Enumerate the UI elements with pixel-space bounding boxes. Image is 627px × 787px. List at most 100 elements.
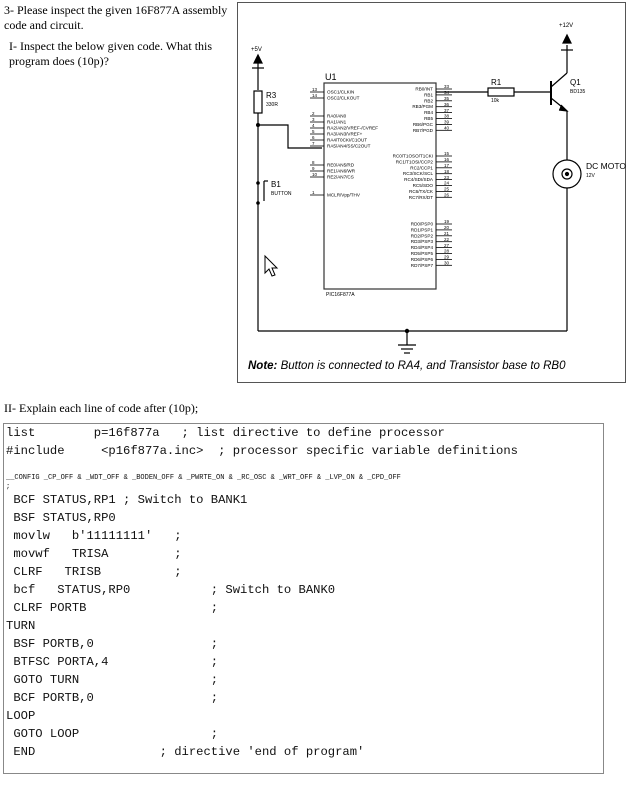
- r1-name: R1: [491, 78, 502, 87]
- pin-name: RD5/PSP5: [411, 251, 434, 256]
- pin-name: RB1: [424, 92, 433, 97]
- pin-number: 37: [444, 108, 450, 113]
- pin-number: 17: [444, 163, 450, 168]
- circuit-note: Note: Button is connected to RA4, and Tr…: [248, 360, 565, 372]
- pin-name: RD6/PSP6: [411, 257, 434, 262]
- pin-number: 26: [444, 193, 450, 198]
- pin-name: RC1/T1OSI/CCP2: [396, 159, 434, 164]
- code-line: BSF PORTB,0 ;: [6, 637, 219, 651]
- pin-number: 10: [312, 172, 318, 177]
- circuit-schematic: +5V +12V R3 330R U1 PIC16F877A B1 BUTTON…: [251, 23, 626, 354]
- pin-number: 25: [444, 187, 450, 192]
- code-line: BCF PORTB,0 ;: [6, 691, 219, 705]
- mcu-pin-right: 21 RD2/PSP2: [411, 231, 452, 238]
- pin-name: RB0/INT: [415, 87, 433, 92]
- pin-name: RC0/T1OSO/T1CKI: [393, 154, 433, 159]
- mcu-pin-right: 22 RD3/PSP3: [411, 237, 452, 244]
- supply-5v-label: +5V: [251, 47, 262, 53]
- motor-label: DC MOTO: [586, 161, 626, 171]
- code-line: movwf TRISA ;: [6, 547, 182, 561]
- button-name: B1: [271, 180, 281, 189]
- pin-name: RE1/AN6/WR: [327, 169, 356, 174]
- pin-number: 39: [444, 120, 450, 125]
- r1-value: 10k: [491, 98, 500, 104]
- mcu-pin-right: 17 RC2/CCP1: [410, 163, 452, 170]
- mcu-name: U1: [325, 72, 337, 82]
- pin-number: 5: [312, 129, 315, 134]
- pin-name: RB4: [424, 110, 433, 115]
- pin-name: RD3/PSP3: [411, 239, 434, 244]
- pin-number: 21: [444, 231, 450, 236]
- pin-number: 38: [444, 114, 450, 119]
- pin-name: RC2/CCP1: [410, 165, 433, 170]
- pin-name: RC5/SDO: [413, 183, 434, 188]
- question-title: 3- Please inspect the given 16F877A asse…: [4, 3, 228, 32]
- mouse-cursor-icon: [264, 254, 279, 277]
- code-line: __CONFIG _CP_OFF & _WDT_OFF & _BODEN_OFF…: [6, 474, 401, 482]
- pin-number: 7: [312, 141, 315, 146]
- note-text: Button is connected to RA4, and Transist…: [280, 360, 566, 372]
- pin-name: RA0/AN0: [327, 114, 347, 119]
- mcu-part: PIC16F877A: [326, 292, 355, 298]
- code-line: ;: [6, 483, 11, 491]
- code-line: CLRF TRISB ;: [6, 565, 182, 579]
- pin-number: 6: [312, 135, 315, 140]
- pin-name: OSC2/CLKOUT: [327, 96, 360, 101]
- pin-number: 2: [312, 111, 315, 116]
- code-line: #include <p16f877a.inc> ; processor spec…: [6, 444, 518, 458]
- pin-name: RB7/PGD: [413, 128, 434, 133]
- pin-number: 18: [444, 169, 450, 174]
- pin-name: RA1/AN1: [327, 120, 347, 125]
- code-line: GOTO LOOP ;: [6, 727, 219, 741]
- pin-number: 9: [312, 166, 315, 171]
- pin-name: RD1/PSP1: [411, 227, 434, 232]
- r3-name: R3: [266, 91, 277, 100]
- pin-number: 16: [444, 157, 450, 162]
- pin-number: 22: [444, 237, 450, 242]
- code-line: BSF STATUS,RP0: [6, 511, 116, 525]
- pin-number: 13: [312, 87, 318, 92]
- pin-name: RA4/T0CKI/C1OUT: [327, 138, 367, 143]
- pin-name: RB2: [424, 98, 433, 103]
- pin-number: 24: [444, 181, 450, 186]
- question-part-2: II- Explain each line of code after (10p…: [4, 401, 199, 415]
- circuit-diagram: +5V +12V R3 330R U1 PIC16F877A B1 BUTTON…: [237, 2, 626, 383]
- pin-name: RD2/PSP2: [411, 233, 434, 238]
- mcu-pin-right: 20 RD1/PSP1: [411, 225, 452, 232]
- code-line: CLRF PORTB ;: [6, 601, 219, 615]
- code-line: list p=16f877a ; list directive to defin…: [6, 426, 445, 440]
- pin-name: RC3/SCK/SCL: [403, 171, 434, 176]
- mcu-pin-right: 39 RB6/PGC: [413, 120, 452, 127]
- pin-name: MCLR/Vpp/THV: [327, 193, 361, 198]
- supply-12v-label: +12V: [559, 23, 573, 29]
- code-line: GOTO TURN ;: [6, 673, 219, 687]
- pin-name: RE0/AN5/RD: [327, 163, 355, 168]
- mcu-pin-right: 24 RC5/SDO: [413, 181, 452, 188]
- pin-name: RB6/PGC: [413, 122, 434, 127]
- pin-number: 29: [444, 255, 450, 260]
- pin-number: 3: [312, 117, 315, 122]
- pin-number: 20: [444, 225, 450, 230]
